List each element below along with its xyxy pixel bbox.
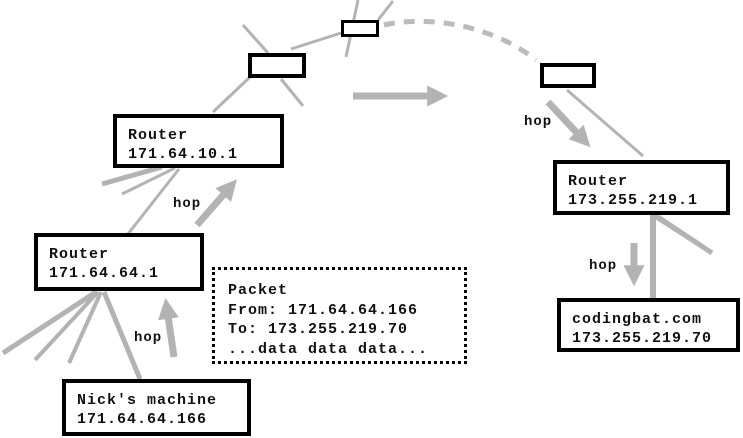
nicks-machine-name: Nick's machine [77, 392, 218, 409]
nicks-machine-ip: 171.64.64.166 [77, 411, 208, 428]
hop-label-router2-to-router1: hop [173, 196, 202, 212]
codingbat-host: codingbat.com [572, 311, 703, 328]
nicks-machine-box: Nick's machine 171.64.64.166 [62, 379, 251, 436]
hop-arrow-c-to-router3 [545, 99, 591, 148]
link-line-router2-to-router1 [126, 168, 181, 235]
router-box-171-64-10-1: Router 171.64.10.1 [113, 114, 284, 168]
link-line-b-to-a [290, 31, 342, 51]
backbone-router-box-left [248, 53, 306, 78]
backbone-router-box-right [540, 63, 596, 88]
link-line-router2-fan-2 [33, 290, 100, 362]
link-line-router2-fan-1 [1, 289, 98, 356]
link-line-backbone-b-upleft [241, 24, 270, 54]
packet-box: Packet From: 171.64.64.166 To: 173.255.2… [212, 267, 467, 364]
router-box-171-64-64-1: Router 171.64.64.1 [34, 233, 204, 291]
packet-title: Packet [228, 282, 289, 299]
link-line-c-to-router3 [566, 88, 644, 158]
hop-label-nicks-to-router2: hop [134, 330, 163, 346]
backbone-router-box-top [341, 20, 379, 37]
hop-arrow-router2-to-router1 [194, 179, 237, 228]
router3-ip: 173.255.219.1 [568, 192, 699, 209]
link-line-router1-fan-1 [101, 164, 163, 187]
router2-name: Router [49, 246, 110, 263]
router1-ip: 171.64.10.1 [128, 146, 239, 163]
codingbat-server-box: codingbat.com 173.255.219.70 [557, 298, 740, 352]
router2-ip: 171.64.64.1 [49, 265, 160, 282]
packet-to: To: 173.255.219.70 [228, 321, 409, 338]
link-line-b-downright [279, 78, 305, 107]
link-line-nicks-to-router2 [101, 291, 143, 380]
codingbat-ip: 173.255.219.70 [572, 330, 713, 347]
packet-payload: ...data data data... [228, 340, 429, 358]
link-line-router1-fan-2 [121, 166, 176, 196]
router-box-173-255-219-1: Router 173.255.219.1 [553, 160, 730, 215]
hop-arrow-nicks-to-router2 [158, 297, 179, 358]
packet-from: From: 171.64.64.166 [228, 301, 419, 319]
dashed-long-haul-link [383, 18, 538, 62]
router3-name: Router [568, 173, 629, 190]
link-line-router2-fan-3 [67, 291, 103, 364]
router1-name: Router [128, 127, 189, 144]
hop-label-router3-to-codingbat: hop [589, 258, 618, 274]
link-line-a-upright [376, 0, 395, 21]
hop-label-c-to-router3: hop [524, 114, 553, 130]
link-line-router3-fan-2 [656, 214, 714, 256]
link-line-router1-to-b [211, 75, 252, 114]
